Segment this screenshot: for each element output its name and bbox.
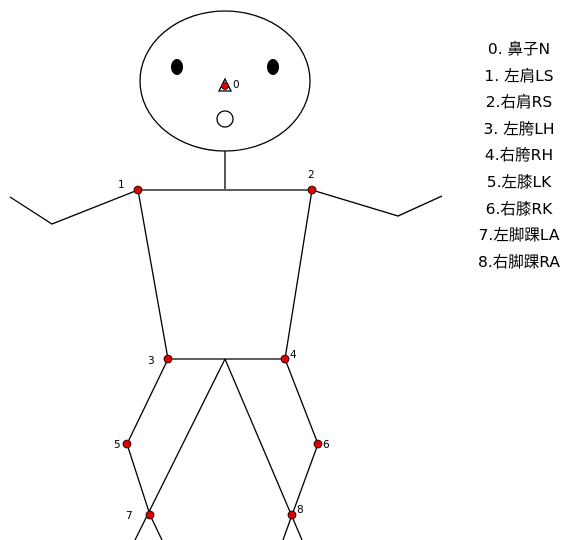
legend-item-right-ankle: 8.右脚踝RA — [477, 252, 561, 271]
right-eye — [267, 59, 279, 75]
legend-item-right-hip: 4.右胯RH — [484, 146, 554, 165]
left-outer-thigh — [126, 358, 169, 445]
keypoint-1-marker — [133, 185, 143, 195]
keypoint-2-label: 2 — [308, 169, 315, 181]
left-foot-line — [149, 514, 163, 540]
keypoint-0-label: 0 — [233, 79, 240, 91]
keypoint-3-marker — [163, 354, 173, 364]
head-outline — [139, 10, 311, 152]
keypoint-1-label: 1 — [118, 179, 125, 191]
legend-item-right-shoulder: 2.右肩RS — [485, 93, 553, 112]
right-foot-line — [282, 514, 293, 540]
left-arm — [9, 189, 139, 225]
legend-item-left-ankle: 7.左脚踝LA — [478, 226, 560, 245]
right-outer-thigh — [284, 358, 319, 445]
keypoint-7-marker — [145, 510, 155, 520]
legend-item-nose: 0. 鼻子N — [487, 40, 551, 58]
right-arm — [311, 189, 443, 217]
keypoint-5-marker — [122, 439, 132, 449]
keypoint-3-label: 3 — [148, 355, 155, 367]
left-inner-leg — [134, 358, 226, 540]
keypoint-2-marker — [307, 185, 317, 195]
keypoint-0-marker — [221, 82, 229, 90]
left-eye — [171, 59, 183, 75]
keypoint-6-label: 6 — [323, 439, 330, 451]
left-shin — [126, 443, 151, 516]
keypoint-markers — [122, 82, 323, 520]
keypoint-6-marker — [313, 439, 323, 449]
keypoint-4-marker — [280, 354, 290, 364]
keypoint-4-label: 4 — [290, 349, 297, 361]
left-torso-line — [137, 189, 169, 360]
legend-item-left-knee: 5.左膝LK — [486, 172, 552, 191]
mouth — [216, 110, 234, 128]
keypoint-legend: 0. 鼻子N 1. 左肩LS 2.右肩RS 3. 左胯LH 4.右胯RH 5.左… — [462, 36, 576, 275]
right-inner-leg — [224, 358, 303, 540]
legend-item-right-knee: 6.右膝RK — [485, 199, 553, 218]
keypoint-8-label: 8 — [297, 504, 304, 516]
legend-item-left-hip: 3. 左胯LH — [483, 119, 555, 138]
legend-item-left-shoulder: 1. 左肩LS — [484, 66, 554, 85]
keypoint-labels: 0 1 2 3 4 5 6 7 8 — [114, 79, 330, 522]
stick-figure — [9, 10, 443, 540]
keypoint-7-label: 7 — [126, 510, 133, 522]
keypoint-5-label: 5 — [114, 439, 121, 451]
right-torso-line — [284, 189, 313, 360]
right-shin — [291, 443, 319, 516]
keypoint-8-marker — [287, 510, 297, 520]
